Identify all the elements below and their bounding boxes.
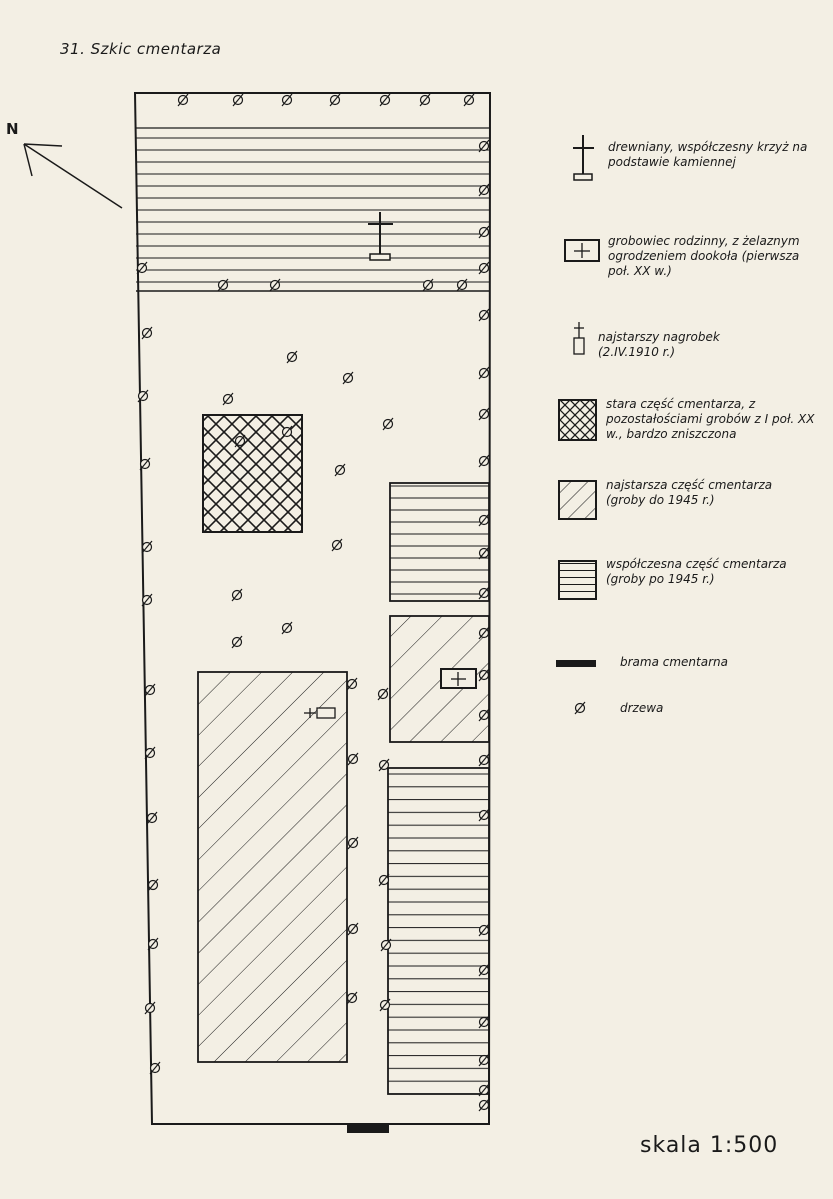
legend-family-tomb-icon [564, 239, 600, 262]
tree-icon [347, 752, 359, 766]
tree-icon [379, 93, 391, 107]
tree-icon [334, 463, 346, 477]
tree-icon [478, 407, 490, 421]
tree-icon [478, 668, 490, 682]
tree-icon [139, 457, 151, 471]
legend-text-oldest-tombstone: najstarszy nagrobek (2.IV.1910 r.) [598, 330, 720, 359]
tree-icon [478, 546, 490, 560]
tree-icon [380, 938, 392, 952]
tree-icon [147, 937, 159, 951]
legend-text-oldest-part: najstarsza część cmentarza (groby do 194… [606, 478, 773, 507]
tree-icon [378, 758, 390, 772]
tree-icon [478, 626, 490, 640]
legend-text-modern-part: współczesna część cmentarza (groby po 19… [606, 557, 787, 586]
tree-icon [281, 93, 293, 107]
tree-icon [382, 417, 394, 431]
tree-icon [136, 261, 148, 275]
tree-icon [478, 808, 490, 822]
tree-icon [234, 434, 246, 448]
legend-oldest-part-swatch [558, 480, 597, 520]
cemetery-boundary [133, 92, 492, 1125]
legend-text-old-part: stara część cmentarza, z pozostałościami… [606, 397, 815, 441]
tree-icon [141, 593, 153, 607]
tree-icon [456, 278, 468, 292]
tree-icon [141, 326, 153, 340]
family-tomb-icon [440, 668, 477, 689]
legend-text-gate: brama cmentarna [620, 655, 728, 669]
tree-icon [478, 963, 490, 977]
tree-icon [329, 93, 341, 107]
tree-icon [478, 1015, 490, 1029]
tree-icon [217, 278, 229, 292]
tree-icon [478, 308, 490, 322]
oldest-tombstone-icon [304, 707, 336, 719]
tree-icon [331, 538, 343, 552]
tree-icon [141, 540, 153, 554]
tree-icon [346, 677, 358, 691]
legend-gate-swatch [556, 660, 596, 667]
area-modern-top [136, 128, 489, 291]
tree-icon [478, 261, 490, 275]
north-arrow-icon [23, 143, 123, 209]
tree-icon [346, 991, 358, 1005]
tree-icon [342, 371, 354, 385]
tree-icon [422, 278, 434, 292]
page-title: 31. Szkic cmentarza [60, 40, 222, 58]
legend-old-part-swatch [558, 399, 597, 441]
tree-icon [478, 366, 490, 380]
tree-icon [269, 278, 281, 292]
tree-icon [231, 635, 243, 649]
tree-icon [149, 1061, 161, 1075]
north-label: N [6, 120, 19, 138]
tree-icon [347, 922, 359, 936]
tree-icon [478, 1083, 490, 1097]
scale-label: skala 1:500 [640, 1133, 779, 1158]
legend-modern-part-swatch [558, 560, 597, 600]
legend-text-family-tomb: grobowiec rodzinny, z żelaznym ogrodzeni… [608, 234, 800, 278]
tree-icon [478, 513, 490, 527]
tree-icon [478, 225, 490, 239]
tree-icon [286, 350, 298, 364]
tree-icon [281, 425, 293, 439]
legend-cross-icon [573, 135, 594, 181]
legend-text-trees: drzewa [620, 701, 664, 715]
tree-icon [144, 746, 156, 760]
area-modern-right-upper [389, 482, 490, 602]
tree-icon [222, 392, 234, 406]
tree-icon [478, 1053, 490, 1067]
tree-icon [478, 923, 490, 937]
tree-icon [419, 93, 431, 107]
tree-icon [478, 454, 490, 468]
legend-oldest-tombstone-icon [573, 322, 585, 355]
tree-icon [144, 1001, 156, 1015]
tree-icon [478, 1098, 490, 1112]
area-oldest-left [197, 671, 348, 1063]
tree-icon [281, 621, 293, 635]
tree-icon [232, 93, 244, 107]
tree-icon [347, 836, 359, 850]
tree-icon [379, 998, 391, 1012]
tree-icon [378, 873, 390, 887]
tree-icon [478, 139, 490, 153]
trees-group [136, 93, 490, 1112]
tree-icon [177, 93, 189, 107]
cemetery-gate [347, 1125, 389, 1133]
tree-icon [231, 588, 243, 602]
tree-icon [478, 708, 490, 722]
tree-icon [146, 811, 158, 825]
wooden-cross-icon [368, 212, 393, 261]
area-modern-right-lower [387, 767, 490, 1095]
tree-icon [377, 687, 389, 701]
tree-icon [463, 93, 475, 107]
tree-icon [147, 878, 159, 892]
tree-icon [478, 586, 490, 600]
legend-text-cross: drewniany, współczesny krzyż na podstawi… [608, 140, 808, 169]
tree-icon [144, 683, 156, 697]
tree-icon [478, 753, 490, 767]
tree-icon [137, 389, 149, 403]
legend-tree-icon [574, 701, 586, 715]
tree-icon [478, 183, 490, 197]
